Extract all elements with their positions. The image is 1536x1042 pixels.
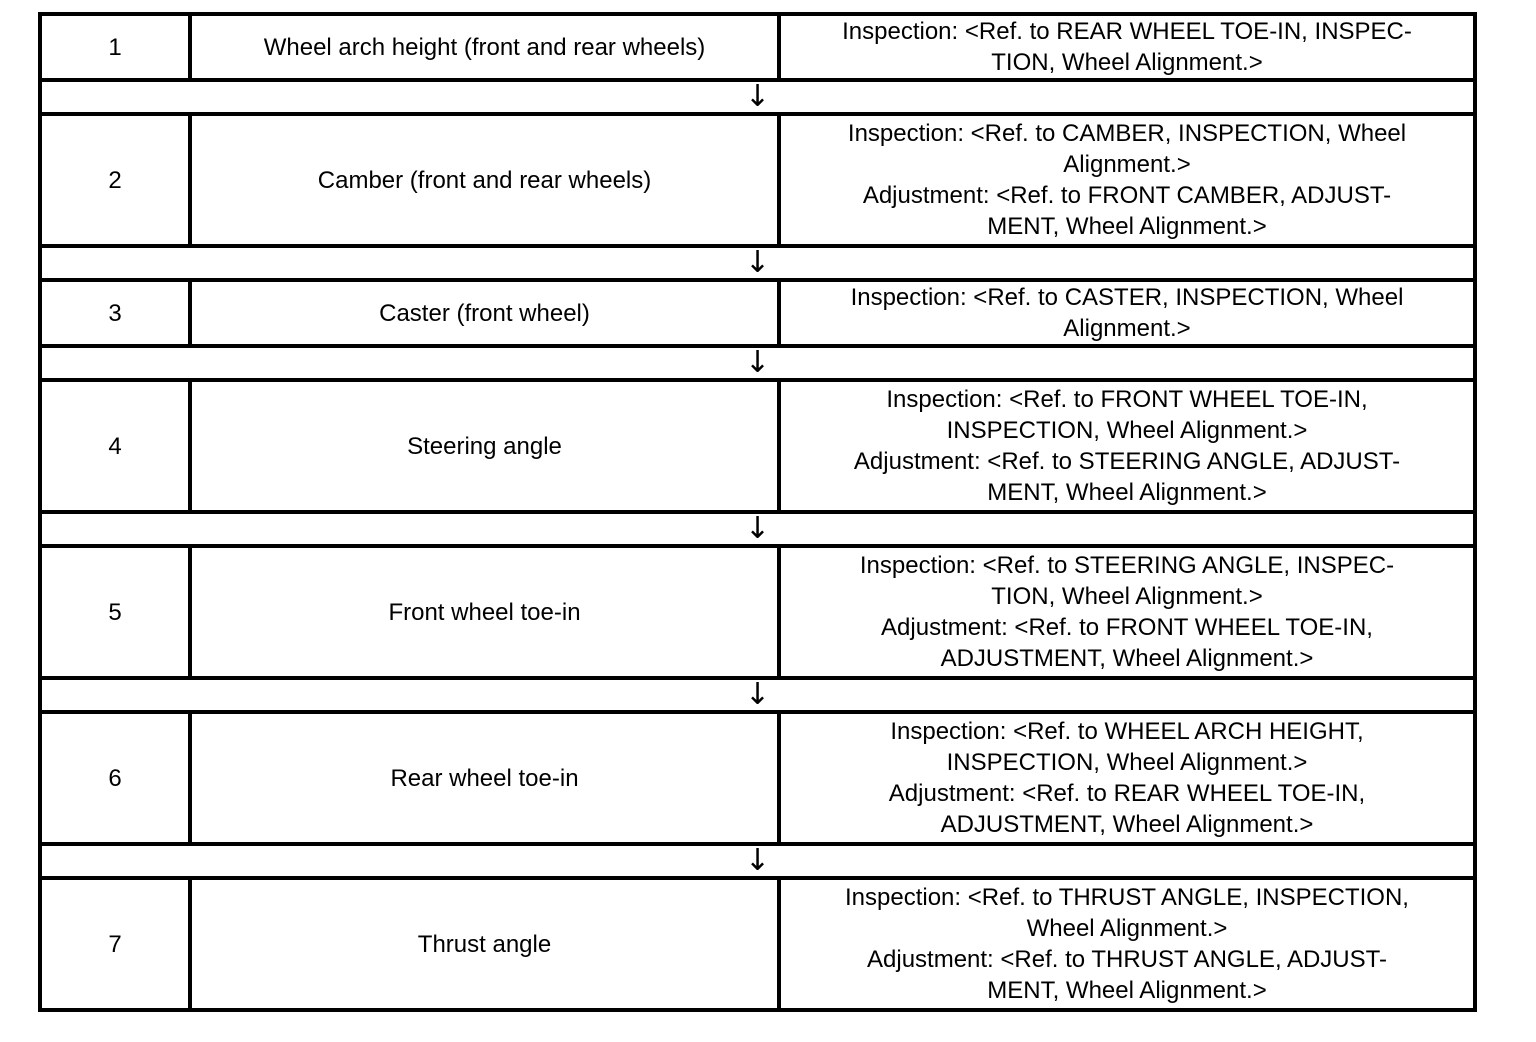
step-reference-text: Inspection: <Ref. to WHEEL ARCH HEIGHT, … <box>888 718 1366 838</box>
flow-arrow-band: ↓ <box>38 676 1477 714</box>
down-arrow-icon: ↓ <box>744 345 771 380</box>
step-number: 2 <box>42 116 192 244</box>
step-reference-text: Inspection: <Ref. to CASTER, INSPECTION,… <box>850 284 1404 342</box>
step-reference-text: Inspection: <Ref. to FRONT WHEEL TOE-IN,… <box>853 386 1401 506</box>
step-reference: Inspection: <Ref. to CAMBER, INSPECTION,… <box>781 116 1473 244</box>
step-reference-text: Inspection: <Ref. to CAMBER, INSPECTION,… <box>847 120 1407 240</box>
step-number: 6 <box>42 714 192 842</box>
step-reference-text: Inspection: <Ref. to THRUST ANGLE, INSPE… <box>845 884 1409 1004</box>
flow-arrow-band: ↓ <box>38 244 1477 282</box>
step-row: 6 Rear wheel toe-in Inspection: <Ref. to… <box>38 710 1477 846</box>
step-row: 7 Thrust angle Inspection: <Ref. to THRU… <box>38 876 1477 1012</box>
step-reference: Inspection: <Ref. to WHEEL ARCH HEIGHT, … <box>781 714 1473 842</box>
step-item: Wheel arch height (front and rear wheels… <box>192 16 781 78</box>
step-reference: Inspection: <Ref. to STEERING ANGLE, INS… <box>781 548 1473 676</box>
step-row: 4 Steering angle Inspection: <Ref. to FR… <box>38 378 1477 514</box>
step-row: 3 Caster (front wheel) Inspection: <Ref.… <box>38 278 1477 348</box>
flow-arrow-band: ↓ <box>38 344 1477 382</box>
step-reference-text: Inspection: <Ref. to REAR WHEEL TOE-IN, … <box>842 18 1412 76</box>
flow-arrow-band: ↓ <box>38 510 1477 548</box>
down-arrow-icon: ↓ <box>744 843 771 878</box>
step-number: 1 <box>42 16 192 78</box>
step-row: 1 Wheel arch height (front and rear whee… <box>38 12 1477 82</box>
step-reference: Inspection: <Ref. to CASTER, INSPECTION,… <box>781 282 1473 344</box>
down-arrow-icon: ↓ <box>744 245 771 280</box>
step-reference: Inspection: <Ref. to FRONT WHEEL TOE-IN,… <box>781 382 1473 510</box>
step-row: 5 Front wheel toe-in Inspection: <Ref. t… <box>38 544 1477 680</box>
step-item: Caster (front wheel) <box>192 282 781 344</box>
step-number: 7 <box>42 880 192 1008</box>
step-item: Camber (front and rear wheels) <box>192 116 781 244</box>
step-number: 3 <box>42 282 192 344</box>
down-arrow-icon: ↓ <box>744 79 771 114</box>
step-item: Steering angle <box>192 382 781 510</box>
down-arrow-icon: ↓ <box>744 677 771 712</box>
step-row: 2 Camber (front and rear wheels) Inspect… <box>38 112 1477 248</box>
step-item: Front wheel toe-in <box>192 548 781 676</box>
step-number: 5 <box>42 548 192 676</box>
procedure-flow-table: 1 Wheel arch height (front and rear whee… <box>38 12 1477 1012</box>
flow-arrow-band: ↓ <box>38 78 1477 116</box>
step-reference-text: Inspection: <Ref. to STEERING ANGLE, INS… <box>859 552 1395 672</box>
down-arrow-icon: ↓ <box>744 511 771 546</box>
step-item: Thrust angle <box>192 880 781 1008</box>
step-number: 4 <box>42 382 192 510</box>
step-reference: Inspection: <Ref. to REAR WHEEL TOE-IN, … <box>781 16 1473 78</box>
step-item: Rear wheel toe-in <box>192 714 781 842</box>
step-reference: Inspection: <Ref. to THRUST ANGLE, INSPE… <box>781 880 1473 1008</box>
flow-arrow-band: ↓ <box>38 842 1477 880</box>
